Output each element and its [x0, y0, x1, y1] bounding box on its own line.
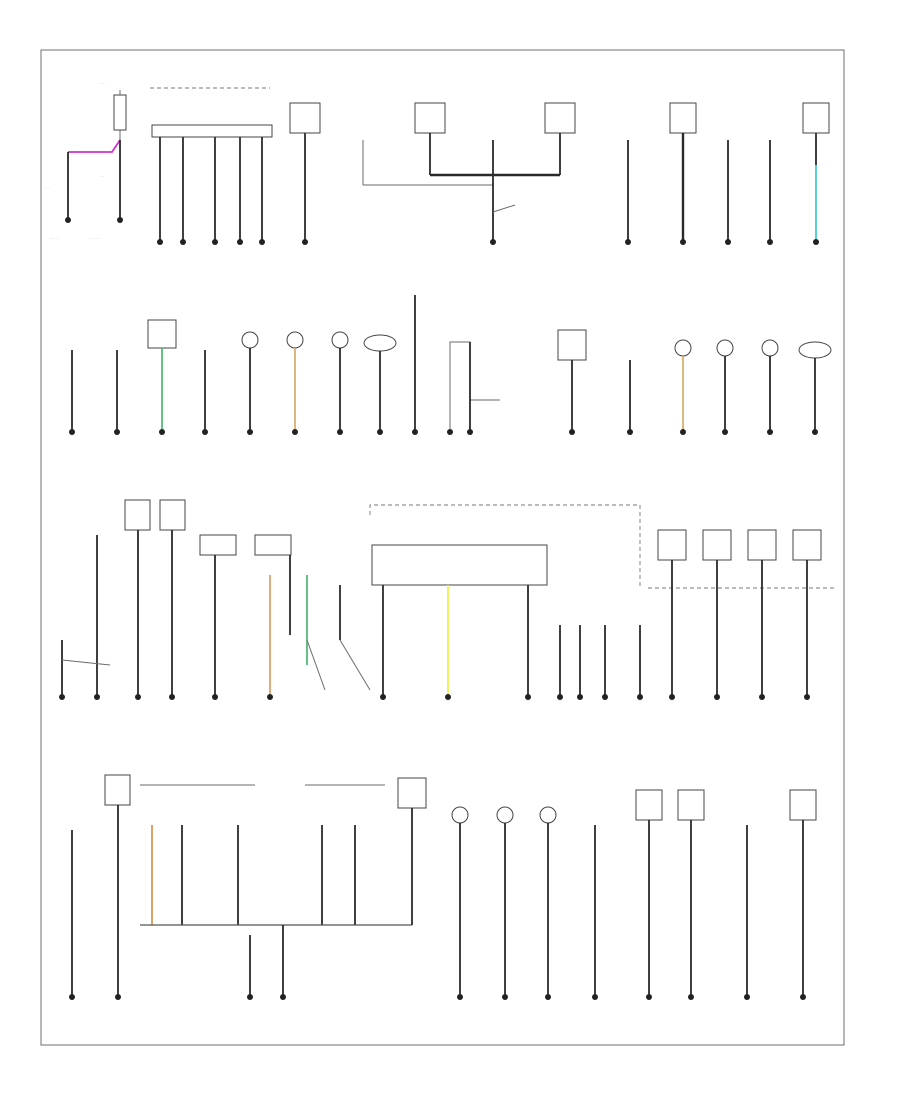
ground-point — [490, 239, 496, 245]
ground-point — [180, 239, 186, 245]
lamp — [761, 339, 779, 357]
ground-point — [237, 239, 243, 245]
lamp — [496, 806, 514, 824]
ground-point — [259, 239, 265, 245]
shared-bus-group — [362, 102, 576, 245]
lamp — [539, 806, 557, 824]
lamp — [331, 331, 349, 349]
ground-point — [117, 217, 123, 223]
ground-point — [813, 239, 819, 245]
connector-block — [151, 124, 273, 138]
multi-wire-connector — [150, 87, 273, 245]
ground-point — [625, 239, 631, 245]
ground-point — [65, 217, 71, 223]
svg-text:·· ·: ·· · — [45, 187, 49, 191]
lamp — [716, 339, 734, 357]
component-single — [289, 102, 321, 245]
fuse-component — [113, 94, 127, 131]
row-3-grounds — [59, 694, 810, 700]
ground-point — [212, 239, 218, 245]
ground-point — [767, 239, 773, 245]
lamp — [363, 334, 397, 352]
module-block — [371, 544, 548, 586]
lamp — [286, 331, 304, 349]
row-1-right — [625, 102, 830, 245]
row-4-grounds — [69, 994, 806, 1000]
magenta-wire — [68, 139, 121, 153]
lamp — [451, 806, 469, 824]
svg-text:·· ··: ·· ·· — [100, 82, 105, 86]
svg-text:·· ·· ··: ·· ·· ·· — [50, 237, 59, 241]
lamp — [674, 339, 692, 357]
diagram-border — [40, 49, 845, 1046]
row-3 — [59, 499, 835, 700]
ground-point — [725, 239, 731, 245]
ground-point — [302, 239, 308, 245]
svg-text:·· ·: ·· · — [100, 175, 104, 179]
ground-point — [680, 239, 686, 245]
row-2 — [69, 295, 832, 435]
row-2-grounds — [69, 429, 818, 435]
battery-fuse-group: ·· ·· ·· · ·· · ·· ·· ·· ·· ··· ·· · — [45, 82, 127, 241]
row-1: ·· ·· ·· · ·· · ·· ·· ·· ·· ··· ·· · — [45, 82, 830, 245]
row-4 — [69, 774, 817, 1000]
lamp — [241, 331, 259, 349]
ground-point — [157, 239, 163, 245]
svg-text:·· ··· ·· ·: ·· ··· ·· · — [88, 237, 100, 241]
lamp — [798, 341, 832, 359]
